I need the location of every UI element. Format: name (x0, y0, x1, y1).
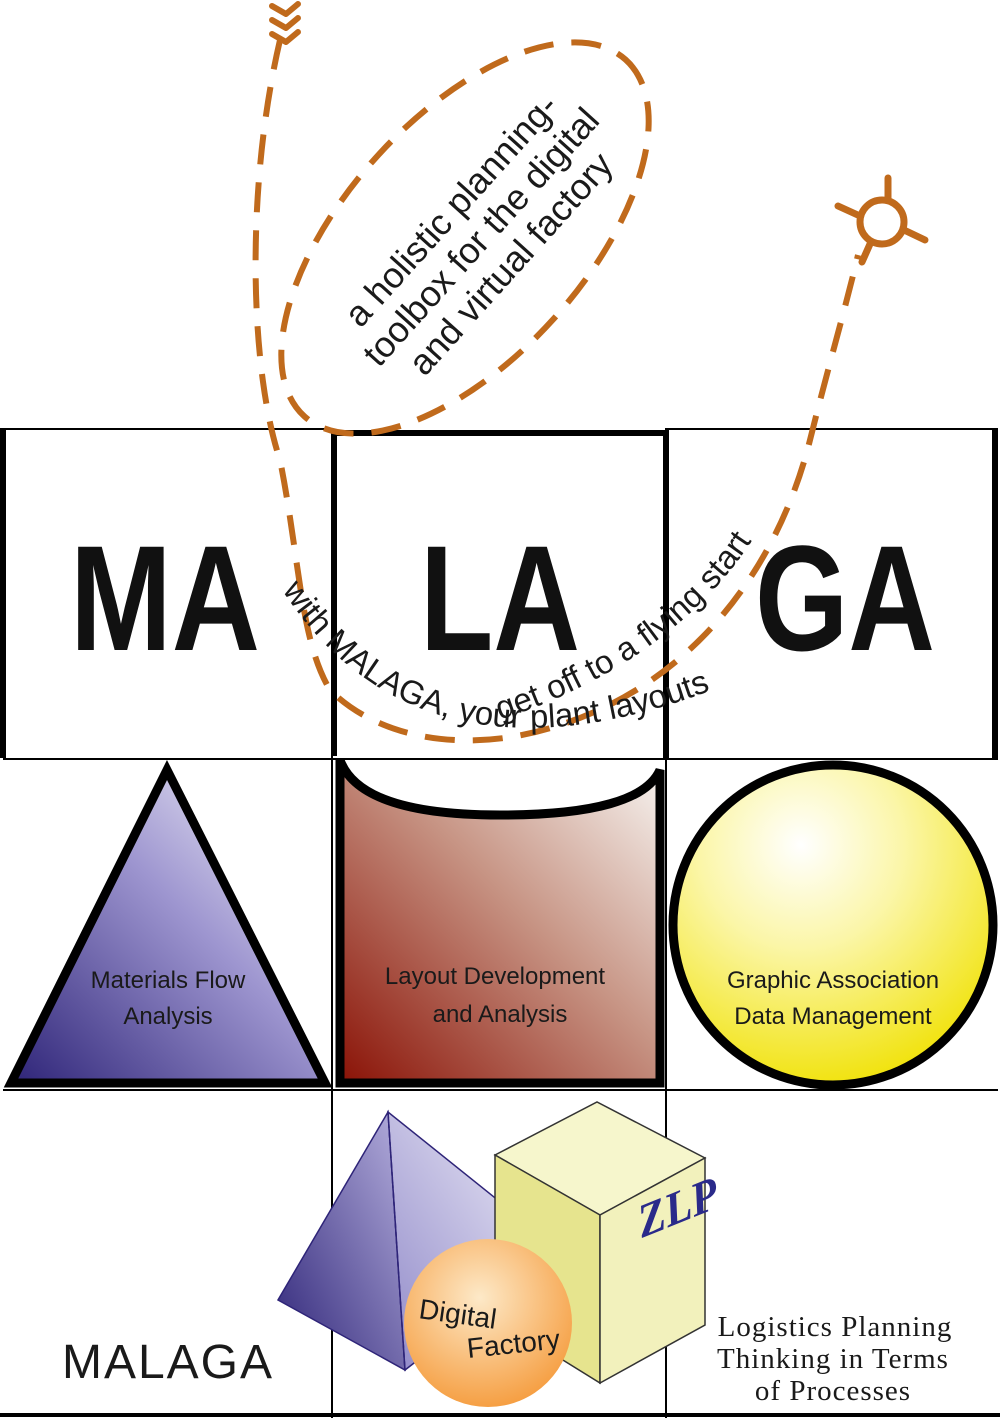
grid-line (0, 428, 6, 758)
logistics-line-3: of Processes (755, 1375, 911, 1407)
grid-line (3, 428, 333, 430)
target-crosshair-icon (834, 174, 929, 266)
malaga-logo-text: MALAGA (62, 1336, 274, 1389)
grid-line (992, 428, 998, 758)
square-label-line-1: Layout Development (385, 963, 605, 990)
triangle-label-line-2: Analysis (123, 1003, 212, 1030)
grid-line (3, 1089, 998, 1091)
grid (0, 428, 1000, 1418)
layout-square-shape (335, 758, 665, 1088)
triangle-label-line-1: Materials Flow (91, 967, 246, 994)
digital-factory-sphere (404, 1239, 572, 1407)
grid-line (331, 428, 333, 1418)
grid-line (0, 1413, 1000, 1417)
la-cell-border (331, 430, 669, 760)
logistics-line-2: Thinking in Terms (717, 1343, 949, 1375)
grid-line (665, 428, 998, 430)
flight-path (252, 39, 861, 744)
square-label-line-2: and Analysis (433, 1001, 568, 1028)
arrow-fletching-icon (269, 1, 301, 45)
dashed-oval (278, 39, 652, 437)
syllable-la: LA (420, 514, 580, 682)
syllable-ma: MA (70, 514, 260, 682)
circle-label-line-2: Data Management (734, 1003, 932, 1030)
logistics-line-1: Logistics Planning (718, 1311, 953, 1343)
data-circle-shape (668, 760, 998, 1090)
grid-line (3, 758, 998, 760)
grid-line (665, 428, 667, 1418)
circle-label-line-1: Graphic Association (727, 967, 939, 994)
triangle-shape (3, 759, 333, 1088)
syllable-ga: GA (755, 514, 935, 682)
flight-path-line (252, 39, 861, 744)
oval-text-line-2: toolbox for the digital (354, 99, 607, 373)
oval-text: a holistic planning- toolbox for the dig… (336, 85, 621, 382)
